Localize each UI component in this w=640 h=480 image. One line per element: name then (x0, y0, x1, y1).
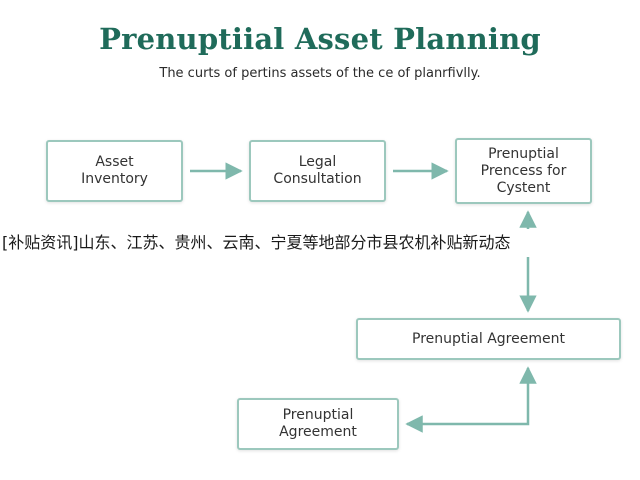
node-prenuptial-agreement-mid: Prenuptial Agreement (356, 318, 621, 360)
node-prenuptial-process: Prenuptial Prencess for Cystent (455, 138, 592, 204)
node-prenuptial-agreement-bottom: Prenuptial Agreement (237, 398, 399, 450)
diagram-title: Prenuptiial Asset Planning (99, 22, 541, 56)
node-asset-inventory: Asset Inventory (46, 140, 183, 202)
node-legal-consultation: Legal Consultation (249, 140, 386, 202)
diagram-subtitle: The curts of pertins assets of the ce of… (159, 66, 481, 81)
arrow-bottom-to-agreement (405, 366, 537, 433)
overlay-caption: [补贴资讯]山东、江苏、贵州、云南、宁夏等地部分市县农机补贴新动态 (0, 229, 640, 257)
